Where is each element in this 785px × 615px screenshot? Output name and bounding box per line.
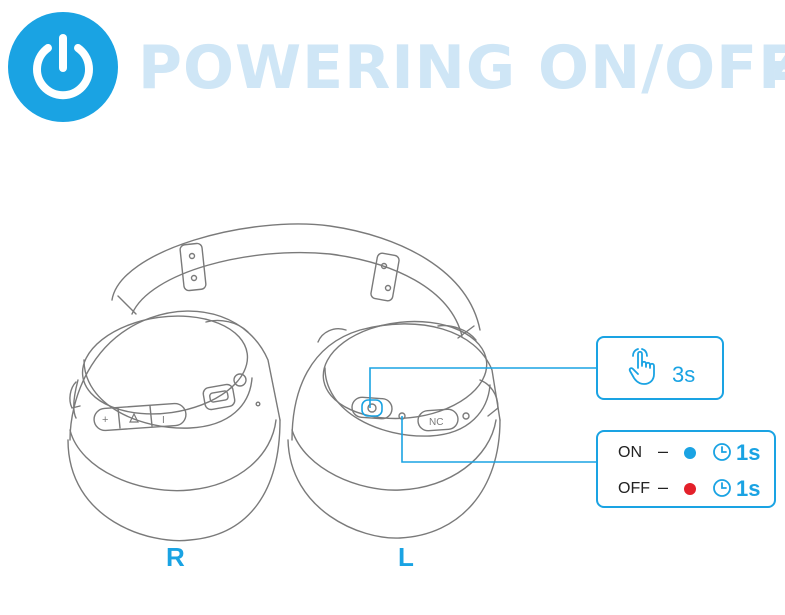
hand-press-icon — [628, 348, 655, 385]
volume-down-glyph: I — [162, 415, 165, 426]
label-right-cup: R — [166, 542, 185, 572]
hold-duration: 3s — [672, 362, 696, 387]
volume-up-glyph: + — [102, 414, 108, 426]
left-power-button — [351, 396, 393, 420]
right-cup-plate — [81, 315, 249, 415]
page-title: POWERING ON/OFF — [138, 33, 785, 103]
headband-outer — [111, 223, 481, 331]
page-number: 4 — [772, 28, 785, 108]
play-triangle-icon — [129, 412, 139, 423]
nc-glyph: NC — [429, 417, 443, 428]
left-ear-cup — [287, 320, 501, 539]
dash-on: – — [658, 441, 669, 461]
usb-port — [202, 383, 236, 411]
left-cup-plate — [322, 320, 488, 420]
label-left-cup: L — [398, 542, 414, 572]
callout-press-hold: 3s — [596, 336, 724, 400]
hinge-plate-left — [370, 252, 400, 302]
led-dot-blue — [684, 447, 696, 459]
power-badge — [8, 12, 118, 122]
led-dot-red — [684, 483, 696, 495]
clock-icon — [713, 479, 731, 497]
leader-line-led — [401, 416, 596, 463]
led-row-off: OFF – 1s — [618, 474, 778, 502]
duration-off: 1s — [736, 476, 761, 501]
led-row-on: ON – 1s — [618, 438, 778, 466]
headband-inner — [131, 251, 463, 337]
leader-line-power — [369, 367, 596, 408]
state-label-on: ON — [618, 444, 642, 461]
hinge-plate-right — [179, 242, 207, 292]
state-label-off: OFF — [618, 480, 650, 497]
duration-on: 1s — [736, 440, 761, 465]
dash-off: – — [658, 477, 669, 497]
callout-led-states: ON – 1s OFF – 1s — [596, 430, 776, 508]
clock-icon — [713, 443, 731, 461]
nc-button — [417, 408, 459, 432]
right-button-strip — [93, 402, 187, 432]
right-ear-cup — [67, 310, 281, 542]
power-icon — [33, 34, 93, 100]
